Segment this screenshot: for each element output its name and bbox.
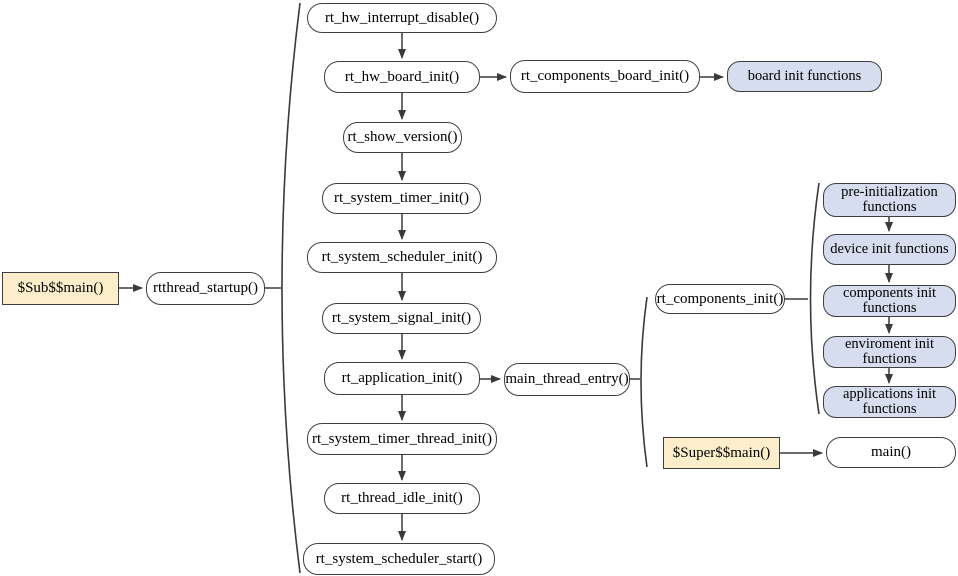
- node-main-thread-entry: main_thread_entry(): [504, 363, 630, 396]
- node-pre-initialization-functions: pre-initialization functions: [823, 183, 956, 217]
- node-sub-main: $Sub$$main(): [2, 272, 119, 305]
- brace-startup-sequence: [281, 2, 301, 574]
- node-main: main(): [826, 437, 956, 468]
- node-board-init-functions: board init functions: [727, 61, 882, 92]
- node-enviroment-init-functions: enviroment init functions: [823, 336, 956, 368]
- node-rt-thread-idle-init: rt_thread_idle_init(): [324, 483, 480, 514]
- node-rt-system-signal-init: rt_system_signal_init(): [322, 303, 481, 334]
- node-super-main: $Super$$main(): [663, 437, 780, 469]
- node-rt-application-init: rt_application_init(): [324, 362, 480, 395]
- node-rt-system-scheduler-start: rt_system_scheduler_start(): [303, 543, 495, 575]
- brace-main-thread-entry: [640, 296, 648, 468]
- node-rt-components-board-init: rt_components_board_init(): [510, 60, 700, 93]
- node-rt-system-timer-thread-init: rt_system_timer_thread_init(): [307, 423, 497, 455]
- node-rt-show-version: rt_show_version(): [343, 122, 462, 153]
- node-rt-hw-board-init: rt_hw_board_init(): [324, 61, 480, 93]
- node-rt-components-init: rt_components_init(): [655, 284, 785, 314]
- brace-components-init: [809, 182, 820, 415]
- node-rt-system-timer-init: rt_system_timer_init(): [322, 183, 481, 214]
- node-device-init-functions: device init functions: [823, 234, 956, 265]
- node-rt-system-scheduler-init: rt_system_scheduler_init(): [307, 242, 497, 273]
- node-rt-hw-interrupt-disable: rt_hw_interrupt_disable(): [307, 3, 497, 33]
- node-components-init-functions: components init functions: [823, 285, 956, 317]
- node-applications-init-functions: applications init functions: [823, 386, 956, 418]
- node-rtthread-startup: rtthread_startup(): [146, 272, 265, 305]
